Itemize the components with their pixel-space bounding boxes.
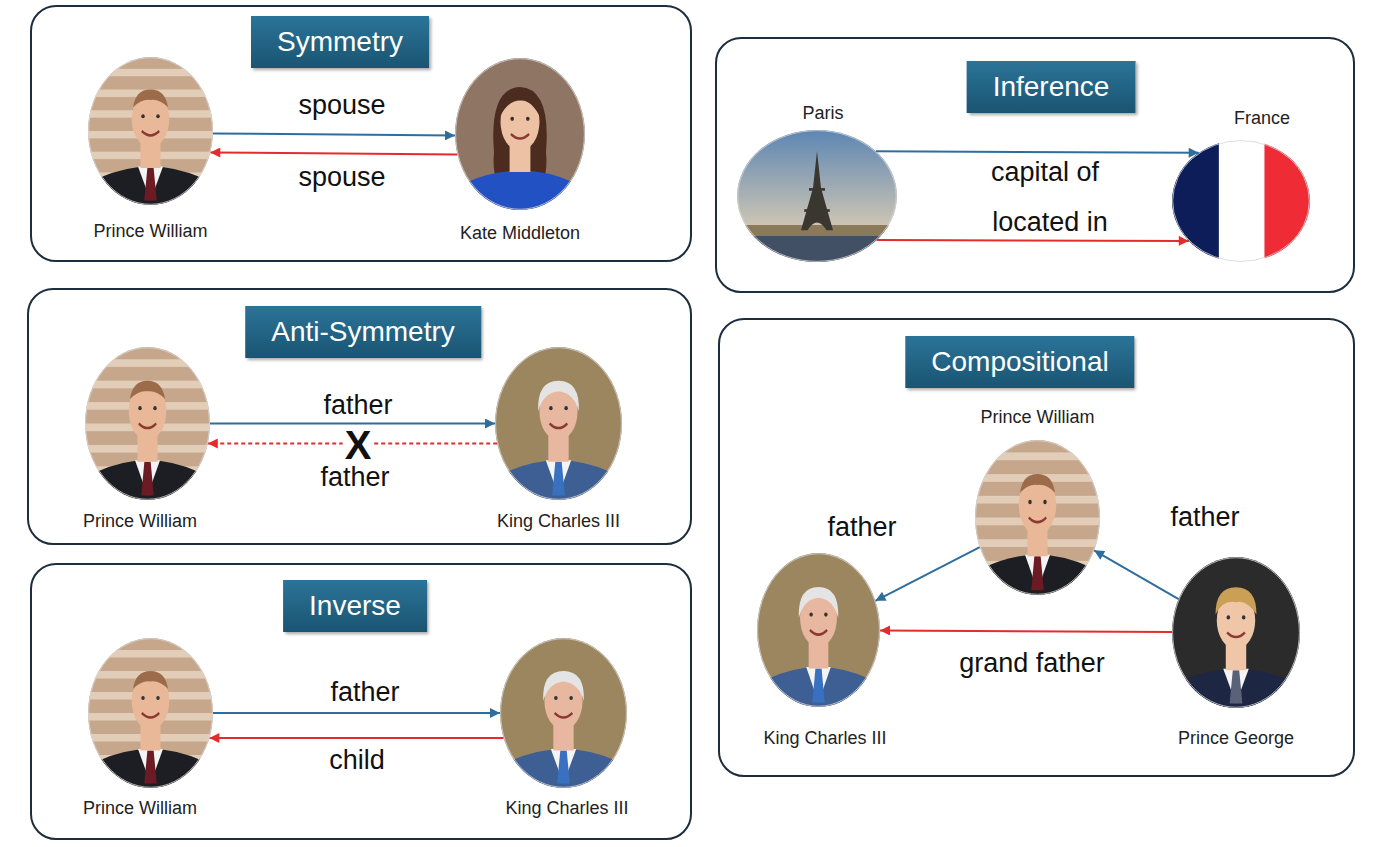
relation-label: spouse: [298, 162, 385, 192]
portrait-art: [757, 553, 880, 707]
relation-label: father: [320, 462, 389, 492]
entity-name: King Charles III: [497, 510, 620, 532]
relation-arrow: [876, 151, 1199, 153]
portrait-art: [88, 57, 213, 205]
category-panel: SymmetryPrince WilliamKate Middleton: [30, 5, 692, 262]
relation-arrow: [875, 547, 979, 601]
entity-portrait: Kate Middleton: [455, 58, 585, 210]
entity-portrait: Prince William: [88, 638, 213, 788]
relation-arrow: [209, 737, 503, 739]
portrait-art: [737, 130, 897, 262]
relation-label: grand father: [959, 648, 1105, 678]
portrait-art: [1172, 140, 1310, 262]
panel-heading: Symmetry: [251, 16, 429, 68]
entity-name: Prince William: [83, 510, 197, 532]
entity-name: King Charles III: [505, 797, 628, 819]
entity-name: Prince William: [980, 406, 1094, 428]
relation-label: father: [827, 512, 896, 542]
relation-arrow: [210, 423, 495, 425]
portrait-art: [975, 440, 1100, 595]
entity-portrait: King Charles III: [757, 553, 880, 707]
relation-arrow: [213, 134, 455, 136]
portrait-art: [85, 347, 210, 500]
entity-portrait: Paris: [737, 130, 897, 262]
relation-arrow: [880, 630, 1172, 632]
entity-name: Prince George: [1178, 727, 1294, 749]
portrait-art: [495, 347, 622, 500]
entity-name: France: [1234, 107, 1290, 129]
relation-arrow: [210, 153, 457, 155]
portrait-art: [88, 638, 213, 788]
panel-heading: Anti-Symmetry: [245, 306, 481, 358]
relation-arrow: [1094, 550, 1179, 599]
negation-mark: X: [343, 427, 374, 463]
entity-portrait: King Charles III: [495, 347, 622, 500]
entity-name: Prince William: [93, 220, 207, 242]
relation-label: capital of: [991, 157, 1099, 187]
relation-label: child: [329, 745, 385, 775]
entity-portrait: King Charles III: [500, 638, 627, 788]
portrait-art: [500, 638, 627, 788]
entity-name: Prince William: [83, 797, 197, 819]
category-panel: CompositionalPrince WilliamKing Charles …: [718, 318, 1355, 777]
portrait-art: [455, 58, 585, 210]
portrait-art: [1172, 557, 1300, 708]
entity-portrait: Prince William: [975, 440, 1100, 595]
entity-name: Kate Middleton: [460, 222, 580, 244]
relation-label: father: [1170, 502, 1239, 532]
relation-label: spouse: [298, 90, 385, 120]
panel-heading: Compositional: [905, 336, 1134, 388]
relation-label: father: [323, 390, 392, 420]
relation-label: father: [330, 677, 399, 707]
entity-portrait: France: [1172, 140, 1310, 262]
entity-portrait: Prince George: [1172, 557, 1300, 708]
entity-name: Paris: [802, 102, 843, 124]
relation-label: located in: [992, 207, 1108, 237]
entity-name: King Charles III: [763, 727, 886, 749]
relation-arrow: [213, 712, 500, 714]
entity-portrait: Prince William: [88, 57, 213, 205]
relation-arrow: [877, 239, 1189, 242]
entity-portrait: Prince William: [85, 347, 210, 500]
panel-heading: Inverse: [283, 580, 427, 632]
panel-heading: Inference: [967, 61, 1136, 113]
